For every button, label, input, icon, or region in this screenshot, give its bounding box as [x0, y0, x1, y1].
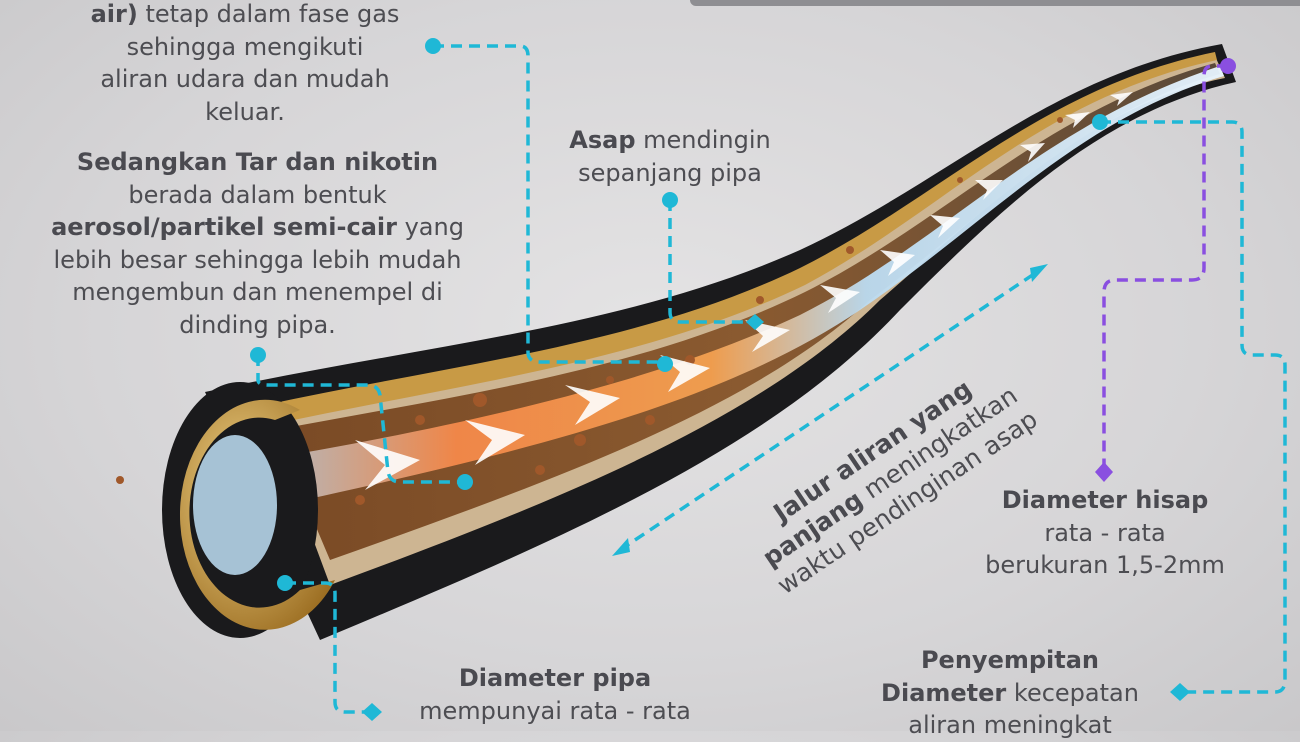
text-line: lebih besar sehingga lebih mudah [53, 245, 462, 274]
connector-dot-icon [1220, 58, 1236, 74]
double-arrow-icon [612, 538, 630, 556]
suction-diameter-text: Diameter hisap rata - rata berukuran 1,5… [950, 484, 1260, 582]
top-bar [690, 0, 1300, 6]
bold-text: Penyempitan [920, 646, 1100, 674]
bold-text: air) [90, 0, 138, 28]
connector-dot-icon [277, 575, 293, 591]
text-line: yang [396, 213, 464, 241]
double-arrow-icon [1030, 264, 1048, 282]
gas-phase-text: air) tetap dalam fase gas sehingga mengi… [40, 0, 450, 128]
bold-text: Diameter hisap [1001, 486, 1209, 514]
text-line: dinding pipa. [179, 310, 336, 339]
connector-dot-icon [657, 356, 673, 372]
text-line: berukuran 1,5-2mm [985, 551, 1225, 579]
bold-text: aerosol/partikel semi-cair [51, 213, 397, 241]
text-line: mendingin [635, 126, 771, 154]
text-line: mengembun dan menempel di [72, 278, 443, 306]
text-line: mempunyai rata - rata [419, 696, 691, 725]
connector-diamond-icon [1095, 462, 1113, 482]
connector-dot-icon [1092, 114, 1108, 130]
text-line: sepanjang pipa [578, 158, 762, 187]
pipe-diameter-text: Diameter pipa mempunyai rata - rata [385, 662, 725, 727]
bold-text: Diameter pipa [458, 664, 652, 692]
text-line: sehingga mengikuti [126, 32, 364, 61]
pipe-gold-layer [265, 52, 1217, 425]
text-line: aliran meningkat [908, 711, 1112, 739]
connector-diamond-icon [362, 703, 382, 721]
tar-nicotine-text: Sedangkan Tar dan nikotin berada dalam b… [0, 146, 515, 341]
connector-diamond-icon [1170, 683, 1190, 701]
text-line: kecepatan [1006, 678, 1139, 707]
pipe-bore [193, 435, 277, 575]
connector-dot-icon [457, 474, 473, 490]
purple-connector [1102, 64, 1228, 472]
bold-text: Sedangkan Tar dan nikotin [76, 148, 439, 176]
connector-dot-icon [662, 192, 678, 208]
smoke-cooling-text: Asap mendingin sepanjang pipa [520, 124, 820, 189]
text-line: aliran udara dan mudah [100, 65, 390, 93]
connector-diamond-icon [746, 314, 764, 330]
connector-dot-icon [425, 38, 441, 54]
bold-text: Diameter [881, 678, 1007, 707]
connector-dot-icon [250, 347, 266, 363]
connector-lines [256, 44, 1287, 714]
text-line: rata - rata [1044, 518, 1166, 547]
bold-text: Asap [569, 126, 636, 154]
text-line: tetap dalam fase gas [137, 0, 400, 28]
text-line: keluar. [205, 97, 285, 126]
text-line: berada dalam bentuk [128, 180, 387, 209]
narrowing-text: Penyempitan Diameter kecepatan aliran me… [850, 644, 1170, 742]
